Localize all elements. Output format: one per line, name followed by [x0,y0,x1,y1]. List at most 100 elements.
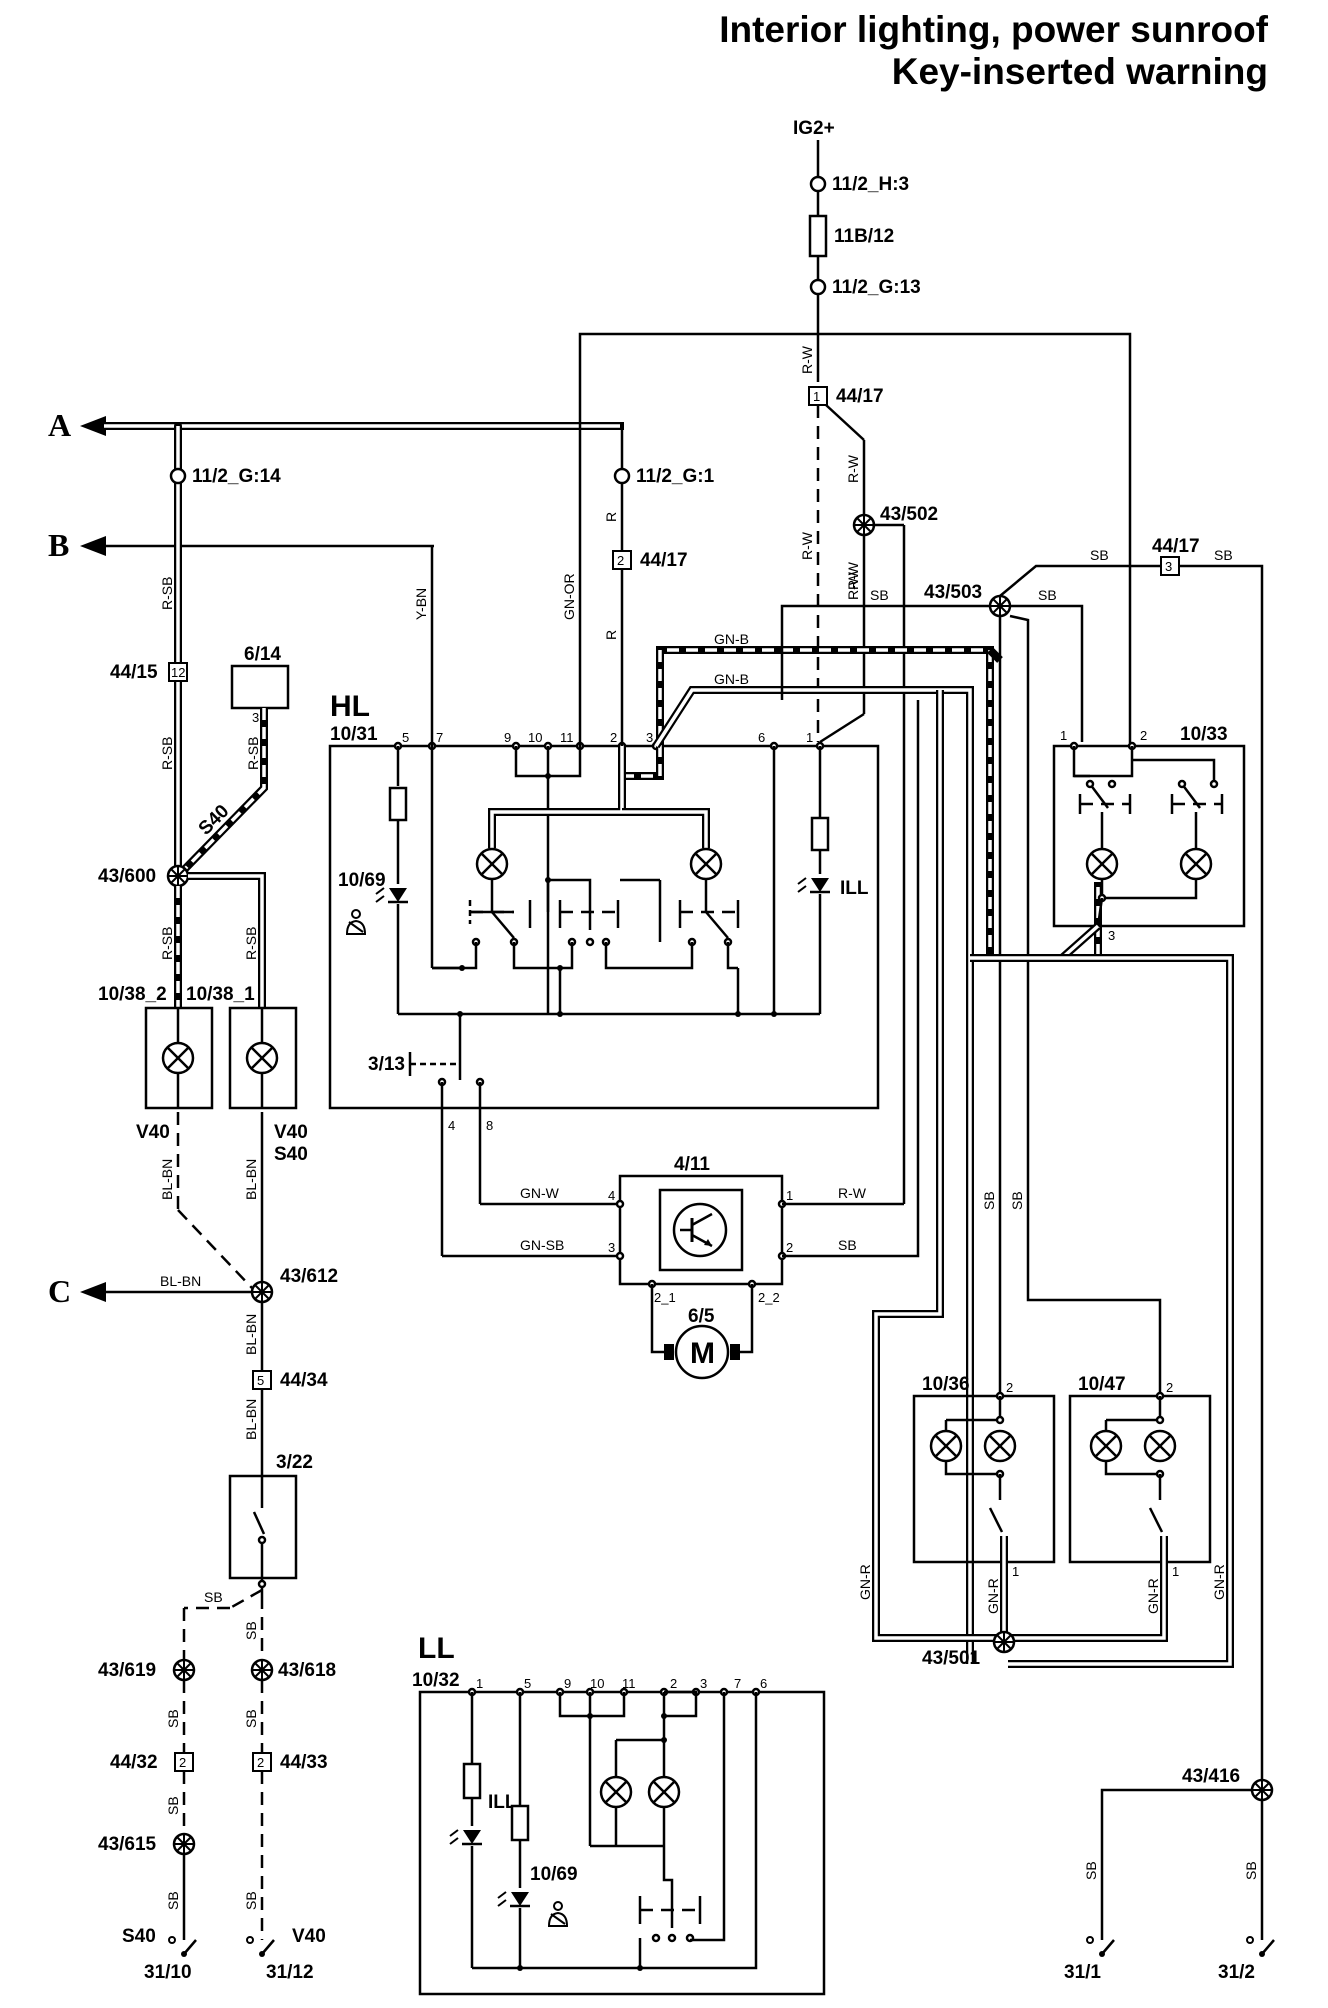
wire-label: SB [1214,547,1233,563]
wire-label: GN-W [520,1185,560,1201]
ground-icon [167,1935,198,1959]
supply-branch: IG2+ 11/2_H:3 11B/12 11/2_G:13 R-W 1 44/… [793,118,938,1204]
switch-10-33-left [1078,779,1132,848]
switch-3-13: 3/13 [368,1014,485,1108]
fuse-label: 11B/12 [834,226,894,247]
pin-label: 7 [734,1676,741,1691]
wire-label: BL-BN [160,1273,201,1289]
hl-switch-center [545,877,620,947]
resistor-ll-ill [462,1762,482,1800]
component-10-47-label: 10/47 [1078,1374,1126,1395]
variant-s40-right: S40 [274,1144,308,1165]
ground-icon [1085,1935,1116,1959]
ground-31-12-label: 31/12 [266,1962,314,1983]
pin-label: 2 [617,553,624,568]
component-10-33-label: 10/33 [1180,724,1228,745]
pin-label: 2 [179,1755,186,1770]
connector-44-33-label: 44/33 [280,1752,328,1773]
output-arrows: A B C BL-BN [48,407,624,1309]
pin-label: 3 [646,730,653,745]
splice-43-501 [992,1630,1016,1654]
switch-10-33-right [1170,779,1224,848]
seatbelt-icon [345,909,367,935]
wire-label: GN-R [857,1564,873,1600]
component-4-11-box [618,1174,784,1286]
wire-label: GN-R [985,1578,1001,1614]
connector-11-2-g1-label: 11/2_G:1 [636,466,715,487]
pin-label: 2 [1166,1380,1173,1395]
component-10-47-box [1068,1394,1212,1564]
ill-hl-label: ILL [840,878,869,899]
right-lower: GN-R GN-R 10/36 2 1 GN-R 10/47 2 [857,690,1276,1983]
wire-label: R-SB [245,737,261,770]
lamp-icon [689,847,723,881]
component-6-14 [230,664,290,710]
splice-43-615-label: 43/615 [98,1834,157,1855]
wire-label: SB [1243,1861,1259,1880]
pin-label: 4 [608,1188,615,1203]
hl-switch-right [620,878,740,947]
resistor-hl-ill [810,816,830,852]
component-10-33-box [1052,744,1246,928]
led-icon [796,876,832,894]
left-branch: 11/2_G:14 R-SB 12 44/15 R-SB 6/14 3 R-SB… [98,426,338,1983]
diagram-title: Interior lighting, power sunroof Key-ins… [719,9,1268,92]
variant-v40-left: V40 [136,1122,170,1143]
hl-module: HL 10/31 5 7 9 10 11 2 3 6 1 Y-BN GN-OR … [328,332,1132,1664]
title-line-2: Key-inserted warning [892,51,1268,92]
pin-label: 2 [610,730,617,745]
lamp-icon [647,1775,681,1809]
component-10-38-2-label: 10/38_2 [98,984,167,1005]
variant-v40-bottom: V40 [292,1926,326,1947]
wire-label: R [603,512,619,522]
output-c-label: C [48,1273,71,1309]
wire-label: SB [165,1891,181,1910]
pin-label: 9 [504,730,511,745]
splice-43-618-label: 43/618 [278,1660,336,1681]
component-4-11-label: 4/11 [674,1154,710,1175]
wire-label: SB [243,1709,259,1728]
ground-icon [245,1935,276,1959]
wire-label: SB [165,1709,181,1728]
pin-label: 11 [622,1676,636,1691]
pin-label: 3 [252,710,259,725]
output-b-label: B [48,527,69,563]
pin-label: 12 [171,665,185,680]
resistor-ll-led [510,1804,530,1842]
wire-label: R-W [845,571,861,600]
wire-label: R-W [799,345,815,374]
wire-label: R-SB [159,737,175,770]
lamp-icon [983,1429,1017,1463]
component-10-69-hl-label: 10/69 [338,870,386,891]
pin-label: 1 [1060,728,1067,743]
wire-label: GN-SB [520,1237,564,1253]
splice-43-619 [172,1658,196,1682]
wire-label: R-SB [159,927,175,960]
connector-11-2-g13-label: 11/2_G:13 [832,277,921,298]
ll-label: LL [418,1632,455,1665]
wire-label: GN-R [1211,1564,1227,1600]
wire-label: R [603,630,619,640]
pin-label: 6 [758,730,765,745]
pin-label: 4 [448,1118,455,1133]
lamp-icon [1179,847,1213,881]
ll-module: LL 10/32 1 5 9 10 11 2 3 7 6 ILL 10/69 [412,1632,826,1996]
title-line-1: Interior lighting, power sunroof [719,9,1268,50]
seatbelt-icon [547,1901,569,1927]
lamp-icon [245,1041,279,1075]
hl-switch-left [468,900,532,947]
pin-label: 2 [1140,728,1147,743]
wire-label: R-W [845,561,861,590]
wire-label: SB [1009,1191,1025,1210]
pin-label: 5 [257,1373,264,1388]
pin-label: 2 [670,1676,677,1691]
splice-43-615 [172,1832,196,1856]
wire-label: BL-BN [243,1159,259,1200]
component-3-13-label: 3/13 [368,1054,405,1075]
wire-label: R-SB [243,927,259,960]
ill-ll-label: ILL [488,1792,517,1813]
sunroof-module: GN-W GN-SB 4/11 4 3 1 2 R-W SB 2_1 2_2 6… [440,700,920,1380]
lamp-icon [1085,847,1119,881]
transistor-icon [672,1202,728,1258]
ground-31-2-label: 31/2 [1218,1962,1255,1983]
